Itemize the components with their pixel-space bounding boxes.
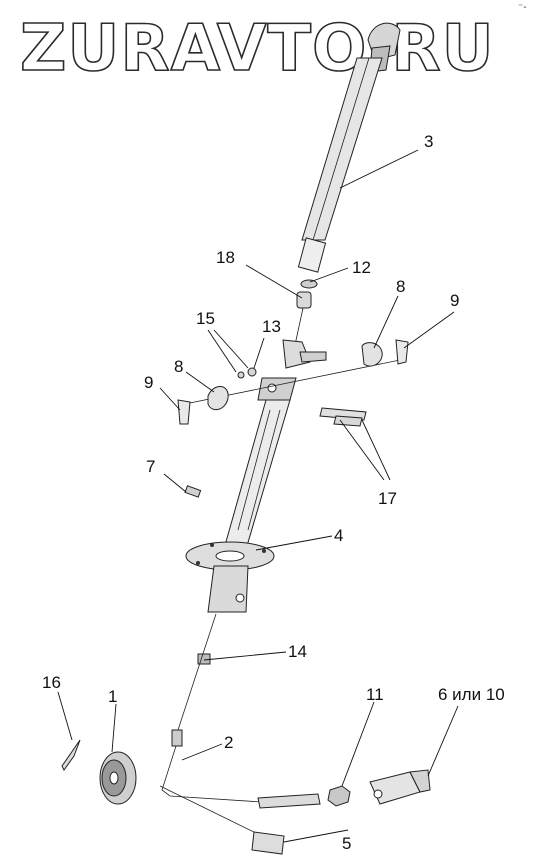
callout-8-right: 8: [396, 277, 405, 296]
part-8-left: [207, 386, 229, 411]
part-6-10-fork: [369, 769, 431, 805]
part-9-right: [395, 339, 409, 365]
callout-5: 5: [342, 834, 351, 853]
callout-11: 11: [366, 685, 384, 704]
part-1-pulley: [99, 751, 137, 805]
watermark-logo: ZURAVTO.RU: [20, 12, 495, 86]
callout-12: 12: [352, 258, 371, 277]
callout-2: 2: [224, 733, 233, 752]
part-7-pin: [184, 485, 202, 498]
callout-9-left: 9: [144, 373, 153, 392]
callout-16: 16: [42, 673, 61, 692]
part-18-bushing: [296, 291, 312, 309]
callout-7: 7: [146, 457, 155, 476]
part-2-cable: [159, 613, 263, 835]
callout-4: 4: [334, 526, 343, 545]
leader-lines: [57, 149, 459, 843]
cable-sheath: [257, 793, 321, 809]
part-4-column: [185, 339, 327, 613]
callout-15: 15: [196, 309, 215, 328]
part-8-right: [361, 342, 383, 367]
part-17-pins: [319, 407, 367, 427]
callout-6-or-10: 6 или 10: [438, 685, 505, 704]
callout-18: 18: [216, 248, 235, 267]
callout-1: 1: [108, 687, 117, 706]
part-3-lever: [297, 22, 401, 273]
callout-8-left: 8: [174, 357, 183, 376]
part-16-split-pin: [61, 739, 81, 771]
callout-17: 17: [378, 489, 397, 508]
part-11-nut: [327, 785, 351, 807]
callout-13: 13: [262, 317, 281, 336]
corner-mark: ⁻-: [518, 2, 527, 13]
callout-14: 14: [288, 642, 307, 661]
part-13-fastener: [247, 367, 257, 377]
part-9-left: [177, 399, 191, 425]
part-5-end: [251, 831, 285, 855]
part-15-fastener: [237, 371, 245, 379]
part-12-washer: [300, 279, 318, 289]
callout-9-right: 9: [450, 291, 459, 310]
callout-3: 3: [424, 132, 433, 151]
